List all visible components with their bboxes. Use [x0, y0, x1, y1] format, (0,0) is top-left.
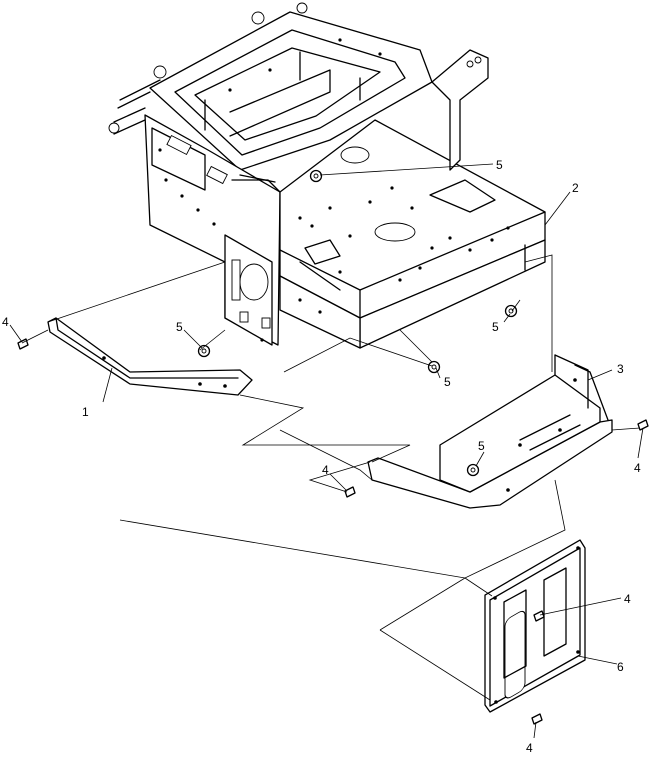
callout-5-bracket: 5 [478, 439, 485, 453]
callout-5-frame-right: 5 [492, 320, 499, 334]
bolt-fasteners [17, 338, 649, 725]
callout-1: 1 [82, 405, 89, 419]
callout-4-right: 4 [634, 461, 641, 475]
bracket-part-3 [367, 354, 613, 509]
side-plate-opening [239, 263, 269, 301]
leader-lines [9, 163, 644, 739]
callout-4-center: 4 [322, 463, 329, 477]
callout-5-left: 5 [176, 320, 183, 334]
deck-oval-opening [374, 222, 416, 242]
callout-labels: 1 2 3 4 4 4 4 4 5 5 5 5 5 6 [2, 158, 641, 755]
callout-3: 3 [617, 362, 624, 376]
knob [153, 65, 167, 79]
assembly-lines [21, 254, 641, 701]
knob [296, 2, 308, 14]
rod-end [108, 122, 120, 134]
bracket-part-1 [47, 317, 253, 396]
callout-5-frame-top: 5 [496, 158, 503, 172]
panel-part-6 [484, 539, 586, 713]
callout-4-panel-upper: 4 [624, 592, 631, 606]
nut-fasteners [197, 169, 518, 477]
callout-4-panel-lower: 4 [526, 741, 533, 755]
knob [251, 11, 265, 25]
callout-5-frame-front: 5 [444, 375, 451, 389]
frame-holes [158, 38, 510, 342]
callout-2: 2 [572, 181, 579, 195]
callout-4-left: 4 [2, 315, 9, 329]
frame-assembly [108, 2, 546, 349]
callout-6: 6 [617, 660, 624, 674]
